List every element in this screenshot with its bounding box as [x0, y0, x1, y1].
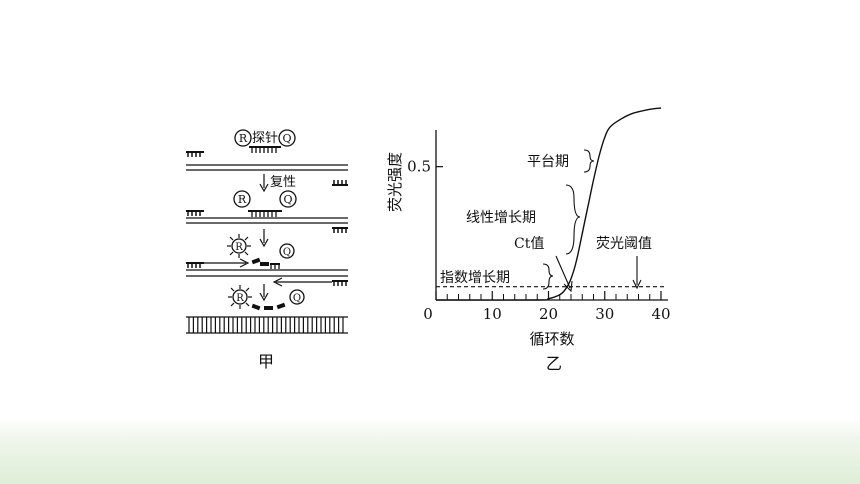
reporter-circle: [233, 190, 251, 208]
y-axis-label: 荧光强度: [386, 152, 404, 212]
quencher-circle: [279, 243, 295, 259]
probe: R 探针 Q: [234, 129, 296, 153]
linear-phase-brace: [565, 184, 581, 255]
primer-right: [332, 180, 348, 186]
ct-label: Ct值: [514, 236, 544, 252]
probe-fragments: [251, 257, 280, 269]
exponential-phase-label: 指数增长期: [440, 270, 510, 286]
quencher-circle: [278, 129, 296, 147]
plateau-label: 平台期: [527, 154, 569, 170]
primer-left: [186, 262, 204, 268]
x-axis-label: 循环数: [529, 330, 574, 348]
ct-arrow: [555, 255, 573, 293]
stage-2: R Q: [186, 190, 348, 248]
double-strand-product: [186, 316, 348, 334]
reporter-circle: [234, 129, 252, 147]
reporter-letter: R: [235, 242, 243, 253]
stage-4: R Q: [186, 285, 348, 334]
reporter-letter: R: [239, 132, 248, 145]
reporter-circle: [232, 289, 248, 305]
arrow-down: [259, 284, 269, 302]
probe-bound: R Q: [233, 190, 297, 217]
y-tick-label: 0.5: [407, 158, 431, 176]
primer-left: [186, 151, 204, 157]
x-major-ticks: 0 10 20 30 40: [423, 291, 671, 323]
linear-phase-label: 线性增长期: [466, 210, 536, 226]
panel-b-chart: 0 10 20 30 40 0.5 荧光强度 循环数 平台期 线性增长期 Ct值 指数增…: [386, 107, 671, 373]
x-minor-ticks: [446, 294, 651, 300]
primer-right: [332, 227, 348, 233]
stage-1: R 探针 Q: [186, 129, 348, 193]
stage-3: R: [186, 234, 348, 302]
threshold-arrow: [632, 256, 642, 290]
quencher-letter: Q: [283, 247, 291, 258]
x-tick-label: 20: [539, 305, 558, 323]
footer-band: [0, 418, 860, 484]
y-ticks: 0.5: [407, 158, 443, 176]
reporter-glow: R: [227, 234, 251, 258]
reporter-letter: R: [238, 193, 247, 206]
panel-a-caption: 甲: [258, 352, 274, 371]
quencher-circle: [289, 289, 305, 305]
step-label: 复性: [270, 175, 296, 190]
quencher-circle: [279, 190, 297, 208]
primer-left: [186, 210, 204, 216]
arrow-down: [259, 174, 269, 193]
x-tick-label: 10: [483, 305, 502, 323]
threshold-label: 荧光阈值: [596, 235, 652, 252]
fluorescence-curve: [435, 107, 662, 301]
quencher-letter: Q: [283, 193, 292, 206]
panel-b-caption: 乙: [546, 354, 562, 373]
arrow-down: [259, 229, 269, 248]
exponential-phase-brace: [542, 263, 554, 290]
x-tick-label: 40: [651, 305, 670, 323]
plateau-brace: [583, 149, 595, 173]
probe-label: 探针: [252, 131, 278, 146]
x-tick-label: 0: [423, 305, 433, 323]
panel-a-diagram: R 探针 Q: [186, 129, 348, 371]
reporter-letter: R: [236, 293, 244, 304]
x-tick-label: 30: [595, 305, 614, 323]
quencher-letter: Q: [293, 293, 301, 304]
primer-right: [332, 280, 348, 286]
reporter-glow: R: [228, 285, 252, 309]
probe-fragments: [251, 302, 286, 311]
extending-strand: [204, 258, 250, 268]
quencher-letter: Q: [282, 132, 291, 145]
extending-strand-reverse: [272, 277, 332, 287]
reporter-circle: [231, 238, 247, 254]
